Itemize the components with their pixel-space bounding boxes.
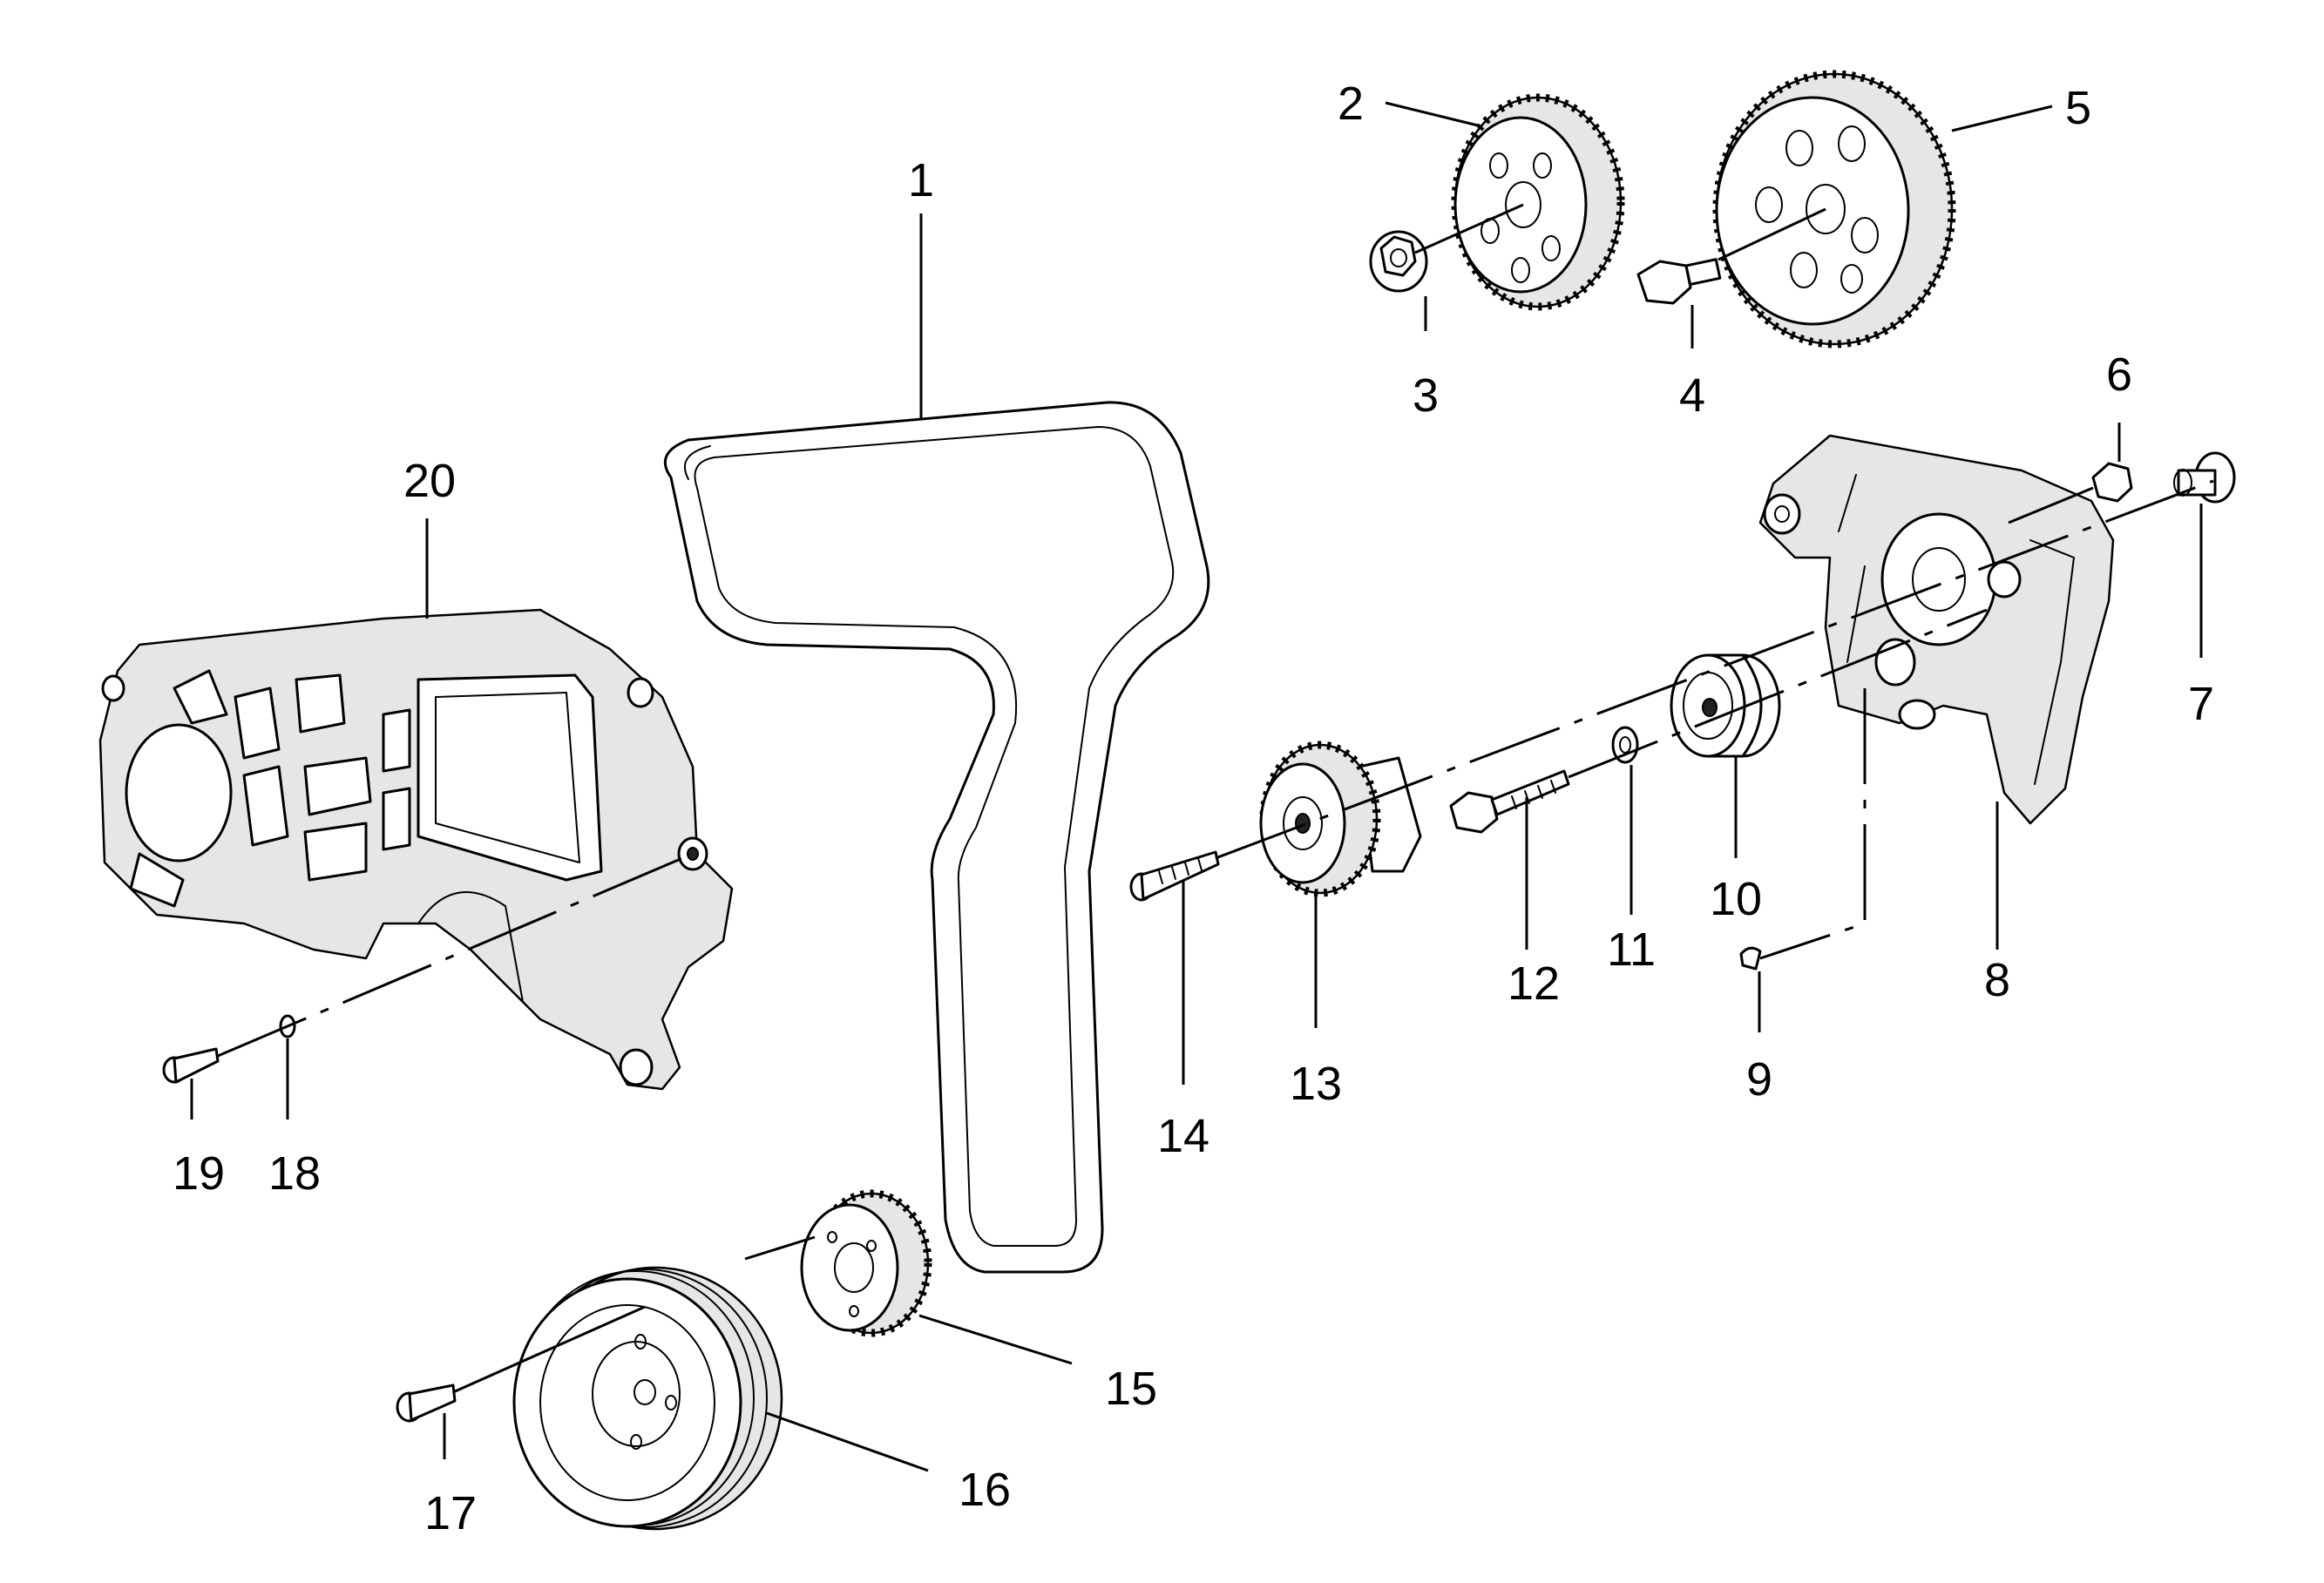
callout-13: 13 [1290,1058,1342,1110]
callout-5: 5 [2065,82,2091,134]
nut-6-axis-line [2008,486,2094,524]
flange-nut [1369,230,1428,293]
crankshaft-sprocket [800,1189,932,1337]
callout-3: 3 [1413,369,1439,422]
callout-4: 4 [1679,369,1705,422]
cover-assembly-axis [217,852,694,1058]
idler-assembly-axis [1568,608,1988,779]
callout-labels: 1 2 3 4 5 6 7 8 9 10 11 12 13 14 15 16 1… [173,78,2214,1539]
callout-14: 14 [1157,1110,1209,1162]
crank-sprocket-axis-line [744,1235,816,1261]
stud-plug [2173,451,2236,504]
callout-19: 19 [173,1147,225,1200]
idler-pulley [1670,653,1781,758]
main-assembly-axis [1215,479,2214,860]
bracket-nut [2091,462,2133,503]
callout-7: 7 [2188,678,2214,730]
callout-11: 11 [1607,923,1656,976]
callout-6: 6 [2106,348,2132,401]
idler-bolt [1449,769,1570,834]
clip-assembly-axis [1759,688,1867,960]
leader-lines [190,101,2203,1472]
callout-9: 9 [1746,1053,1772,1106]
callout-20: 20 [403,455,456,507]
tensioner-bolt [1129,850,1220,902]
tensioner-bracket [1758,434,2115,825]
tensioner-pulley [1259,741,1422,897]
callout-8: 8 [1984,954,2010,1006]
callout-1: 1 [908,154,934,206]
timing-belt-cover [98,608,734,1091]
callout-15: 15 [1105,1363,1157,1415]
retaining-clip [1739,946,1762,971]
timing-belt [663,401,1210,1274]
callout-17: 17 [424,1487,477,1539]
callout-12: 12 [1508,957,1560,1010]
washer-11 [1611,726,1639,764]
camshaft-sprocket-small [1451,93,1625,311]
sprocket-bolt [1636,207,1826,305]
cover-bolt [162,1047,220,1084]
callout-16: 16 [959,1464,1011,1516]
crankshaft-bolt [396,1383,457,1423]
crankshaft-pulley [512,1266,783,1531]
callout-18: 18 [268,1147,321,1200]
callout-10: 10 [1710,873,1762,925]
nut-axis-line [1414,203,1524,254]
callout-2: 2 [1338,78,1364,130]
crank-bolt-axis-line [452,1305,646,1394]
camshaft-sprocket-large [1712,70,1956,348]
